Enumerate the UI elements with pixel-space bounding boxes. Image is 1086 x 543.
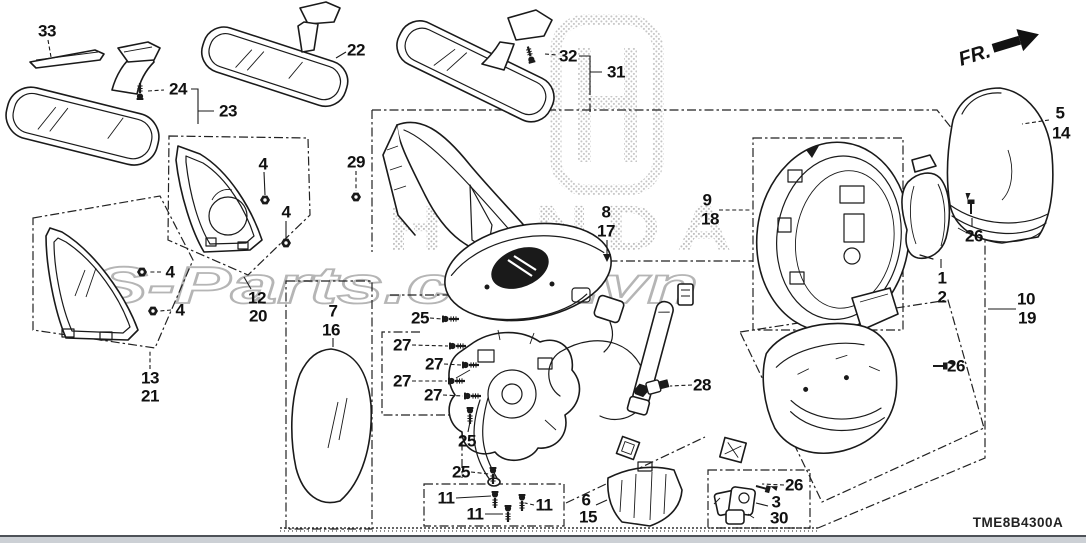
part-callout-4: 4 (165, 262, 175, 282)
part-callout-7: 7 (328, 301, 338, 321)
holder-bracket (606, 461, 683, 527)
part-callout-13: 13 (141, 368, 159, 388)
part-callout-30: 30 (770, 508, 788, 528)
interior-mirror-day-night (5, 41, 161, 166)
nut-4-icon (260, 195, 270, 205)
square-clip (615, 435, 641, 461)
part-callout-23: 23 (219, 101, 237, 121)
connector-clip (677, 283, 694, 306)
grommet-29-icon (351, 192, 361, 202)
fr-direction-indicator: FR. (956, 29, 1039, 71)
corner-garnish-outer (45, 227, 139, 341)
part-callout-2: 2 (937, 287, 947, 307)
window-bottom-edge (0, 535, 1086, 537)
part-callout-27: 27 (425, 354, 443, 374)
mirror-arm-base (382, 121, 612, 322)
nut-4-icon (281, 238, 291, 248)
part-callout-5: 5 (1055, 103, 1065, 123)
part-callout-25: 25 (411, 308, 429, 328)
part-callout-11: 11 (535, 495, 553, 515)
part-callout-31: 31 (607, 62, 625, 82)
part-callout-22: 22 (347, 40, 365, 60)
turn-signal-lamp (901, 154, 951, 260)
part-callout-26: 26 (785, 475, 803, 495)
wire-harness-loop (548, 287, 647, 420)
mirror-bracket-strip-33 (29, 49, 105, 69)
bolt-28-icon (634, 379, 670, 398)
mirror-housing (755, 141, 911, 333)
part-callout-21: 21 (141, 386, 159, 406)
fr-arrow-icon (991, 29, 1039, 53)
part-callout-15: 15 (579, 507, 597, 527)
part-callout-20: 20 (249, 306, 267, 326)
actuator-assembly (448, 329, 581, 487)
actuator-motor (713, 486, 756, 525)
part-callout-14: 14 (1052, 123, 1070, 143)
interior-mirror-auto-dim (396, 9, 555, 123)
part-callout-33: 33 (38, 21, 56, 41)
part-callout-11: 11 (437, 488, 455, 508)
part-callout-28: 28 (693, 375, 711, 395)
bolt-11-icon (490, 490, 500, 510)
part-callout-18: 18 (701, 209, 719, 229)
window-bottom-bar (0, 537, 1086, 543)
part-callout-10: 10 (1017, 289, 1035, 309)
part-callout-3: 3 (771, 492, 781, 512)
honda-h-emblem-watermark (550, 14, 664, 196)
corner-garnish-inner (175, 145, 263, 253)
part-callout-16: 16 (322, 320, 340, 340)
part-callout-4: 4 (175, 300, 185, 320)
part-callout-25: 25 (452, 462, 470, 482)
bolt-11-icon (517, 493, 527, 513)
part-callout-1: 1 (937, 268, 947, 288)
mirror-glass (290, 348, 373, 504)
part-callout-4: 4 (258, 154, 268, 174)
screw-27-icon (448, 341, 468, 351)
part-callout-24: 24 (169, 79, 187, 99)
part-callout-6: 6 (581, 490, 591, 510)
part-callout-25: 25 (458, 431, 476, 451)
part-callout-26: 26 (965, 226, 983, 246)
fr-label: FR. (956, 40, 993, 70)
part-callout-27: 27 (393, 335, 411, 355)
leader-lines (47, 39, 1050, 515)
part-callout-27: 27 (393, 371, 411, 391)
part-callout-8: 8 (601, 202, 611, 222)
part-callout-27: 27 (424, 385, 442, 405)
housing-base-cover (762, 322, 898, 454)
part-callout-26: 26 (947, 356, 965, 376)
bolt-11-icon (503, 504, 513, 524)
diagram-code: TME8B4300A (973, 515, 1064, 530)
skull-cap-upper (946, 87, 1054, 244)
harness-tube (626, 300, 674, 416)
part-callout-12: 12 (248, 288, 266, 308)
part-callout-32: 32 (559, 46, 577, 66)
screw-32-icon (523, 44, 537, 65)
part-callout-17: 17 (597, 221, 615, 241)
part-callout-4: 4 (281, 202, 291, 222)
part-callout-19: 19 (1018, 308, 1036, 328)
screw-25-icon (441, 314, 461, 324)
interior-mirror-plain (200, 1, 349, 108)
square-clip (718, 436, 748, 464)
part-callout-9: 9 (702, 190, 712, 210)
part-callout-11: 11 (466, 504, 484, 524)
part-callout-29: 29 (347, 152, 365, 172)
